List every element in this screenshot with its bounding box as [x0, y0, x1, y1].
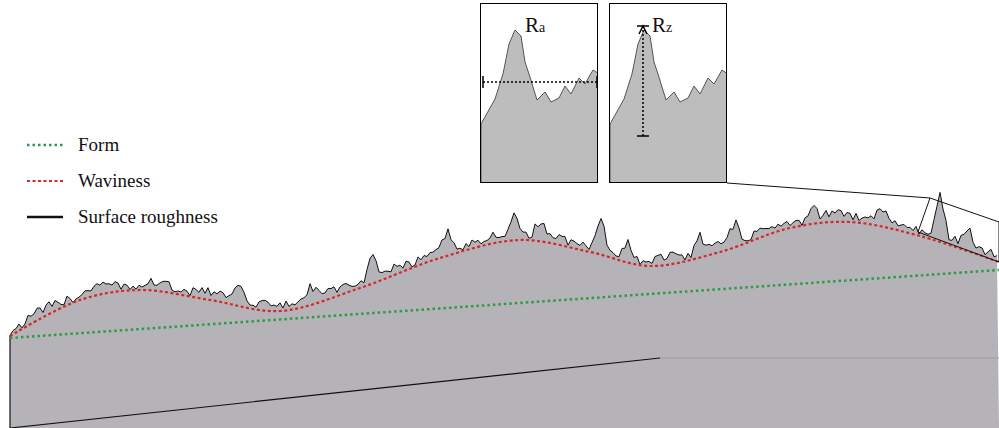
legend-entry: Waviness	[26, 169, 150, 193]
roughness-profile	[10, 192, 997, 335]
legend-entry: Surface roughness	[26, 205, 218, 229]
profile-fill	[610, 30, 727, 183]
legend-text: Waviness	[78, 170, 150, 192]
legend-text: Surface roughness	[78, 206, 218, 228]
legend-sample	[26, 133, 64, 157]
body-shade	[660, 358, 999, 359]
profile-fill	[481, 30, 598, 183]
peak-height	[642, 26, 644, 136]
peak-height-tick	[637, 26, 649, 136]
detail-inset: Ra	[480, 3, 598, 183]
waviness-line	[10, 222, 999, 336]
parameter-label: Ra	[525, 8, 545, 36]
leader-line	[727, 183, 930, 198]
body-edge	[10, 358, 660, 428]
material-body	[10, 192, 999, 428]
legend-text: Form	[78, 134, 119, 156]
form-line	[10, 270, 999, 338]
detail-frame	[918, 198, 999, 262]
mean-line-tick	[483, 76, 597, 88]
legend-line	[27, 180, 63, 182]
legend-line	[27, 144, 63, 147]
legend-entry: Form	[26, 133, 119, 157]
body-edge	[9, 336, 10, 428]
legend-sample	[26, 169, 64, 193]
mean-line	[483, 81, 597, 83]
parameter-label: Rz	[652, 8, 672, 36]
legend-sample	[26, 205, 64, 229]
legend-line	[27, 216, 63, 219]
detail-inset: Rz	[609, 3, 727, 183]
arrow-head	[639, 26, 647, 34]
